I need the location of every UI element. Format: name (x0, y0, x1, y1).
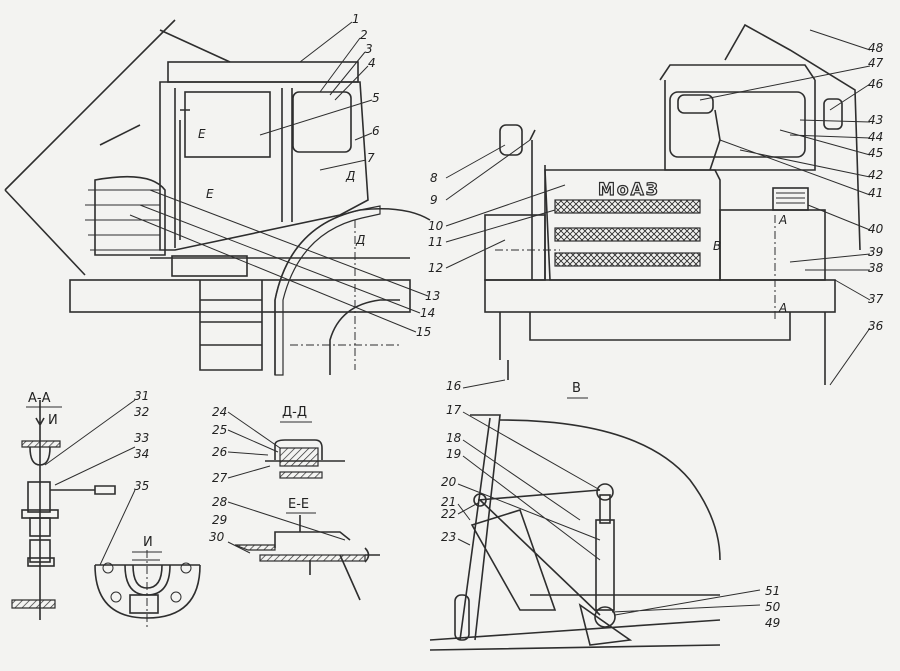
callout: 23 (441, 530, 456, 544)
callout: 43 (868, 113, 883, 127)
callout: 17 (446, 403, 462, 417)
callout: 4 (368, 56, 376, 70)
callout: 12 (428, 261, 443, 275)
view-title-v: В (572, 381, 581, 396)
callout: 30 (209, 530, 225, 544)
callout: 32 (134, 405, 149, 419)
section-ee (227, 501, 380, 601)
callout: 49 (765, 616, 780, 630)
callout: 28 (212, 495, 228, 509)
callout: 14 (420, 306, 435, 320)
callout: 24 (212, 405, 227, 419)
callout: 36 (868, 319, 884, 333)
callout: 16 (446, 379, 462, 393)
truck-front-view: МоАЗ (484, 23, 861, 385)
callout: 15 (416, 325, 431, 339)
section-mark-d: Д (355, 233, 365, 247)
callout: 45 (868, 146, 883, 160)
callout: 25 (212, 423, 227, 437)
view-i (94, 489, 201, 630)
callout: 8 (430, 171, 438, 185)
callout: 37 (868, 292, 884, 306)
callout: 5 (372, 91, 380, 105)
callout: 19 (446, 447, 461, 461)
callout: 2 (360, 28, 368, 42)
callout: 33 (134, 431, 149, 445)
callout: 7 (367, 151, 375, 165)
callout: 31 (134, 389, 149, 403)
leader-lines-right (445, 29, 871, 386)
section-dd (227, 411, 345, 479)
callout: 47 (868, 56, 884, 70)
callout: 3 (365, 42, 373, 56)
view-v-mechanism (429, 379, 761, 651)
callout: 29 (212, 513, 227, 527)
callout-labels: 1 2 3 4 5 6 7 8 9 10 11 12 13 14 15 16 1… (134, 12, 884, 630)
moaz-logo: МоАЗ (598, 180, 660, 200)
section-mark-d: Д (345, 169, 355, 183)
callout: 6 (372, 124, 380, 138)
callout: 18 (446, 431, 462, 445)
callout: 42 (868, 168, 883, 182)
section-mark-a: А (778, 213, 787, 227)
leader-lines-left (129, 21, 429, 333)
section-mark-e: Е (206, 187, 214, 201)
callout: 34 (134, 447, 149, 461)
callout: 35 (134, 479, 149, 493)
section-title-dd: Д-Д (282, 405, 307, 420)
section-title-aa: А-А (28, 391, 51, 406)
callout: 40 (868, 222, 884, 236)
callout: 51 (765, 584, 780, 598)
section-title-ee: Е-Е (288, 497, 309, 512)
truck-side-view (4, 19, 431, 376)
callout: 38 (868, 261, 884, 275)
callout: 1 (352, 12, 360, 26)
view-mark-i: И (48, 413, 58, 428)
callout: 11 (428, 235, 443, 249)
section-aa (11, 399, 136, 620)
callout: 46 (868, 77, 884, 91)
view-title-i: И (143, 535, 153, 550)
callout: 39 (868, 245, 883, 259)
callout: 41 (868, 186, 883, 200)
callout: 21 (441, 495, 456, 509)
callout: 44 (868, 130, 883, 144)
callout: 48 (868, 41, 884, 55)
callout: 27 (212, 471, 228, 485)
callout: 13 (425, 289, 440, 303)
section-mark-e: Е (198, 127, 206, 141)
section-mark-v: В (713, 239, 721, 253)
callout: 20 (441, 475, 457, 489)
callout: 22 (441, 507, 456, 521)
section-mark-a: А (778, 301, 787, 315)
callout: 26 (212, 445, 228, 459)
section-titles: А-А И Д-Д Е-Е И В Е Е Д Д А А В (26, 127, 787, 553)
callout: 10 (428, 219, 444, 233)
callout: 50 (765, 600, 781, 614)
callout: 9 (430, 193, 438, 207)
